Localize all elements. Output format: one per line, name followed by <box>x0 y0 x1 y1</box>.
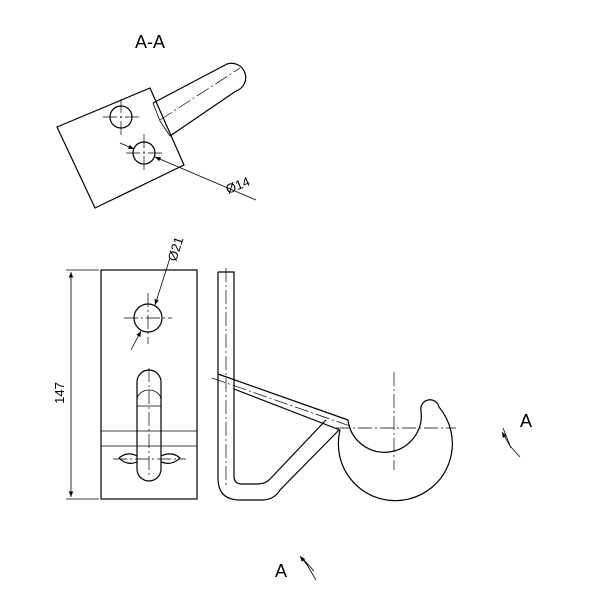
section-view-a-a: A-A Ø14 <box>56 32 257 209</box>
section-marker-right <box>501 427 521 458</box>
dimension-hole-large: Ø21 <box>165 235 187 263</box>
section-marker-bottom <box>299 555 317 581</box>
section-plate <box>56 87 185 209</box>
bracket-outer-line <box>217 272 340 501</box>
front-hole <box>124 257 172 351</box>
bracket-inner-line <box>218 271 327 485</box>
dimension-hole-small: Ø14 <box>224 174 252 197</box>
dimension-height: 147 <box>52 382 67 404</box>
front-rod <box>136 368 162 482</box>
section-hole-lower <box>119 134 257 201</box>
front-view: Ø21 147 <box>52 235 198 500</box>
dimension-height-line <box>66 269 99 500</box>
section-hole-upper <box>103 99 139 136</box>
front-plate <box>100 269 198 500</box>
section-marker-bottom-label: A <box>275 561 287 581</box>
section-rod <box>152 62 247 137</box>
front-slot <box>113 453 186 464</box>
side-view <box>211 268 456 502</box>
section-marker-right-label: A <box>520 411 532 431</box>
hook <box>337 399 453 502</box>
section-title: A-A <box>135 32 165 52</box>
